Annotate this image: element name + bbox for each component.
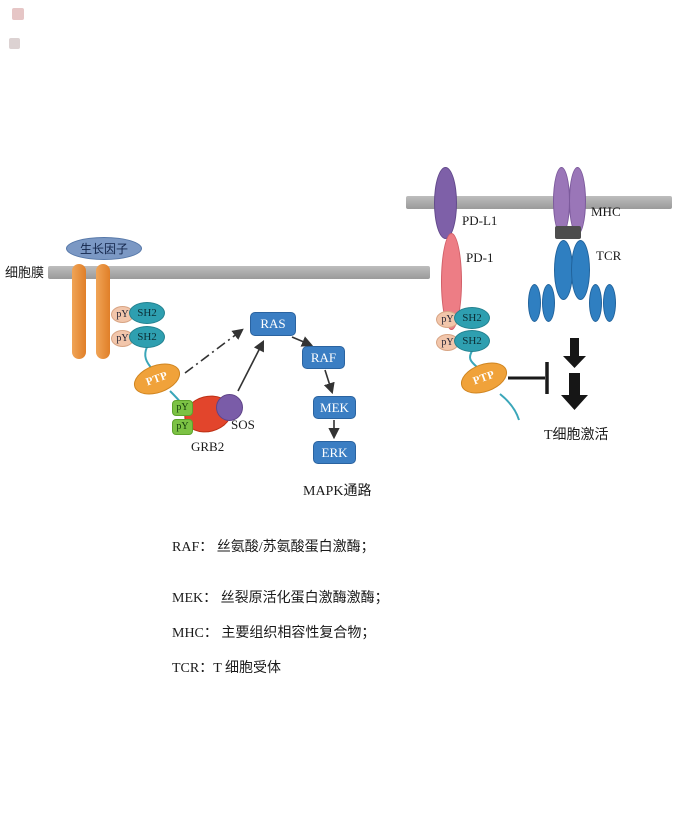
ptp-label: PTP xyxy=(471,368,497,388)
py-site-grb2: pY xyxy=(172,419,193,435)
watermark-mark xyxy=(9,38,20,49)
py-label: pY xyxy=(116,308,129,320)
legend-line-mek: MEK： 丝裂原活化蛋白激酶激酶； xyxy=(172,591,389,606)
right-ptp-tail xyxy=(499,393,520,421)
sh2-label: SH2 xyxy=(137,331,157,343)
tcr-label: TCR xyxy=(596,248,622,263)
raf-node: RAF xyxy=(302,346,345,369)
receptor-bar xyxy=(96,264,110,359)
cell-membrane-right xyxy=(406,196,672,209)
pd1-receptor xyxy=(441,233,462,330)
raf-to-mek-arrow xyxy=(323,369,335,395)
sh2-label: SH2 xyxy=(137,307,157,319)
mek-label: MEK xyxy=(320,399,349,415)
grb2-label: GRB2 xyxy=(191,439,225,454)
sh2-domain: SH2 xyxy=(129,326,165,348)
sh2-domain: SH2 xyxy=(129,302,165,324)
cd3-chain xyxy=(589,284,602,322)
activation-block-arrow xyxy=(561,373,588,410)
mapk-pathway-label: MAPK通路 xyxy=(303,484,372,499)
legend-line-mhc: MHC： 主要组织相容性复合物； xyxy=(172,626,376,641)
growth-factor: 生长因子 xyxy=(66,237,142,260)
py-label: pY xyxy=(176,421,189,432)
py-site: pY xyxy=(111,306,134,323)
cd3-chain xyxy=(542,284,555,322)
cell-membrane-label: 细胞膜 xyxy=(5,265,45,280)
sos-to-ras-arrow xyxy=(237,340,265,392)
ras-node: RAS xyxy=(250,312,296,336)
growth-factor-label: 生长因子 xyxy=(79,242,128,256)
mhc-molecule xyxy=(553,167,570,235)
activation-block-arrow xyxy=(563,338,586,368)
watermark-mark xyxy=(12,8,24,20)
ptp-label: PTP xyxy=(144,369,170,389)
cd3-chain xyxy=(603,284,616,322)
py-label: pY xyxy=(441,336,454,348)
cell-membrane-left xyxy=(48,266,430,279)
sh2-label: SH2 xyxy=(462,312,482,324)
pd1-label: PD-1 xyxy=(466,250,494,265)
py-label: pY xyxy=(116,332,129,344)
receptor-bar xyxy=(72,264,86,359)
sos-label: SOS xyxy=(231,417,255,432)
ptp-enzyme: PTP xyxy=(456,356,512,400)
mek-node: MEK xyxy=(313,396,356,419)
ptp-to-ras-dashdot-arrow xyxy=(184,328,244,374)
sh2-domain: SH2 xyxy=(454,307,490,329)
legend-line-tcr: TCR：T 细胞受体 xyxy=(172,661,282,676)
tcr-chain xyxy=(571,240,590,300)
erk-label: ERK xyxy=(321,444,348,460)
sh2-label: SH2 xyxy=(462,335,482,347)
pdl1-label: PD-L1 xyxy=(462,213,498,228)
py-site-grb2: pY xyxy=(172,400,193,416)
mhc-label: MHC xyxy=(591,204,621,219)
peptide-connector xyxy=(555,226,581,239)
legend-line-raf: RAF： 丝氨酸/苏氨酸蛋白激酶； xyxy=(172,540,375,555)
pdl1-receptor xyxy=(434,167,457,239)
raf-label: RAF xyxy=(310,349,337,365)
sos-protein xyxy=(216,394,243,421)
erk-node: ERK xyxy=(313,441,356,464)
cd3-chain xyxy=(528,284,541,322)
ras-label: RAS xyxy=(260,316,286,331)
mhc-molecule xyxy=(569,167,586,235)
py-label: pY xyxy=(176,402,189,413)
t-cell-activation-label: T细胞激活 xyxy=(544,428,609,443)
ras-to-raf-arrow xyxy=(291,336,314,347)
sh2-domain: SH2 xyxy=(454,330,490,352)
ptp-enzyme: PTP xyxy=(129,357,185,401)
right-sh2-to-ptp-link xyxy=(468,350,478,368)
py-label: pY xyxy=(441,313,454,325)
